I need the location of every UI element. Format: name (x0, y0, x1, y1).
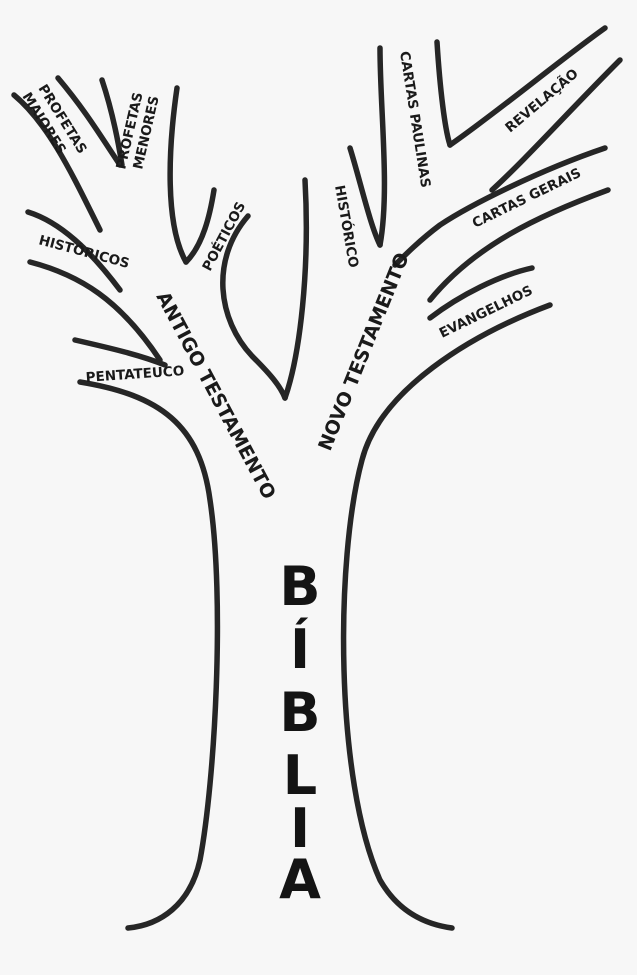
branch-profetas-maiores-inner (55, 75, 123, 168)
trunk-right-outline (340, 302, 553, 931)
branch-revelacao-right (447, 25, 608, 148)
branch-evangelhos (427, 265, 535, 321)
title-letter-6: A (279, 848, 321, 911)
branch-evangelhos-upper (427, 187, 611, 303)
branch-pentateuco (72, 337, 168, 368)
branch-cartas-gerais (392, 145, 608, 268)
branch-profetas-menores (99, 77, 125, 168)
label-historico: HISTÓRICO (331, 184, 363, 269)
branch-inner-v-right (282, 177, 310, 401)
branch-historicos-upper (25, 209, 123, 293)
label-antigo-testamento: ANTIGO TESTAMENTO (152, 288, 280, 503)
branch-inner-v-left (220, 213, 288, 401)
title-letter-3: B (279, 681, 320, 744)
branch-cartas-paulinas (377, 45, 388, 248)
trunk-left-outline (77, 379, 221, 931)
branch-profetas-maiores (11, 92, 103, 233)
title-letter-4: L (283, 744, 317, 807)
label-cartas-paulinas: CARTAS PAULINAS (396, 50, 433, 189)
title-letter-2: Í (290, 618, 310, 681)
branch-cartas-gerais-upper (489, 57, 623, 193)
label-novo-testamento: NOVO TESTAMENTO (314, 250, 414, 454)
branch-poeticos-right (183, 187, 217, 265)
branch-historicos (27, 259, 163, 363)
branch-revelacao-left (434, 39, 453, 148)
label-pentateuco: PENTATEUCO (85, 363, 185, 386)
branch-historico (347, 145, 383, 248)
title-letter-1: B (279, 555, 320, 618)
title-letter-5: I (290, 797, 310, 860)
branch-poeticos-left (167, 85, 189, 265)
